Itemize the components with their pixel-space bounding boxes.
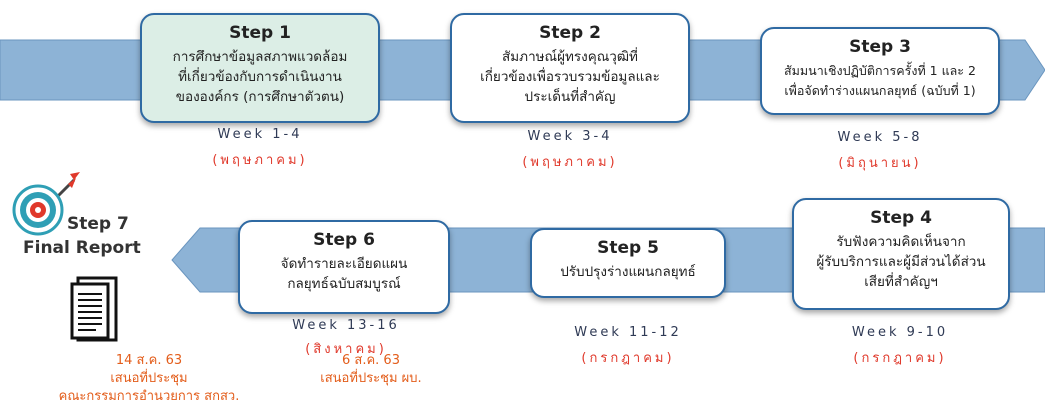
step-1-week: Week 1-4 — [217, 127, 303, 142]
step-4-month: (กรกฎาคม) — [853, 351, 947, 366]
step-6-box: Step 6 จัดทำรายละเอียดแผน กลยุทธ์ฉบับสมบ… — [238, 220, 450, 314]
step-5-month: (กรกฎาคม) — [581, 351, 675, 366]
step-6-week: Week 13-16 — [292, 318, 400, 333]
step-1-box: Step 1 การศึกษาข้อมูลสภาพแวดล้อม ที่เกี่… — [140, 13, 380, 123]
final-report-label: Step 7 Final Report — [23, 212, 185, 260]
step-6-month: (สิงหาคม) — [305, 342, 387, 357]
step-4-desc: รับฟังความคิดเห็นจาก ผู้รับบริการและผู้ม… — [816, 234, 986, 290]
step-4-week: Week 9-10 — [851, 325, 949, 340]
step-3-box: Step 3 สัมมนาเชิงปฏิบัติการครั้งที่ 1 แล… — [760, 27, 1000, 115]
step-4-title: Step 4 — [870, 208, 932, 228]
step-5-desc: ปรับปรุงร่างแผนกลยุทธ์ — [560, 264, 696, 280]
step-3-week: Week 5-8 — [837, 130, 923, 145]
step-2-week: Week 3-4 — [527, 129, 613, 144]
step-5-box: Step 5 ปรับปรุงร่างแผนกลยุทธ์ — [530, 228, 726, 298]
final-report-title: Final Report — [23, 238, 141, 258]
step-3-title: Step 3 — [849, 37, 911, 57]
step-1-title: Step 1 — [229, 23, 291, 43]
step-3-desc: สัมมนาเชิงปฏิบัติการครั้งที่ 1 และ 2 เพื… — [784, 63, 976, 98]
step-2-box: Step 2 สัมภาษณ์ผู้ทรงคุณวุฒิที่ เกี่ยวข้… — [450, 13, 690, 123]
step-5-week: Week 11-12 — [574, 325, 682, 340]
note-committee: 14 ส.ค. 63 เสนอที่ประชุม คณะกรรมการอำนวย… — [58, 353, 240, 404]
step-2-title: Step 2 — [539, 23, 601, 43]
target-dart-icon — [12, 172, 80, 236]
step-3-month: (มิถุนายน) — [838, 156, 922, 171]
step-2-month: (พฤษภาคม) — [522, 155, 618, 170]
step-1-month: (พฤษภาคม) — [212, 153, 308, 168]
note-executive: 6 ส.ค. 63 เสนอที่ประชุม ผบ. — [320, 353, 422, 386]
step-6-title: Step 6 — [313, 230, 375, 250]
document-icon — [70, 276, 118, 342]
step-2-desc: สัมภาษณ์ผู้ทรงคุณวุฒิที่ เกี่ยวข้องเพื่อ… — [480, 49, 660, 105]
step-1-desc: การศึกษาข้อมูลสภาพแวดล้อม ที่เกี่ยวข้องก… — [172, 49, 348, 105]
step-7-title: Step 7 — [67, 214, 129, 234]
step-4-box: Step 4 รับฟังความคิดเห็นจาก ผู้รับบริการ… — [792, 198, 1010, 310]
step-5-title: Step 5 — [597, 238, 659, 258]
step-6-desc: จัดทำรายละเอียดแผน กลยุทธ์ฉบับสมบูรณ์ — [280, 256, 408, 292]
